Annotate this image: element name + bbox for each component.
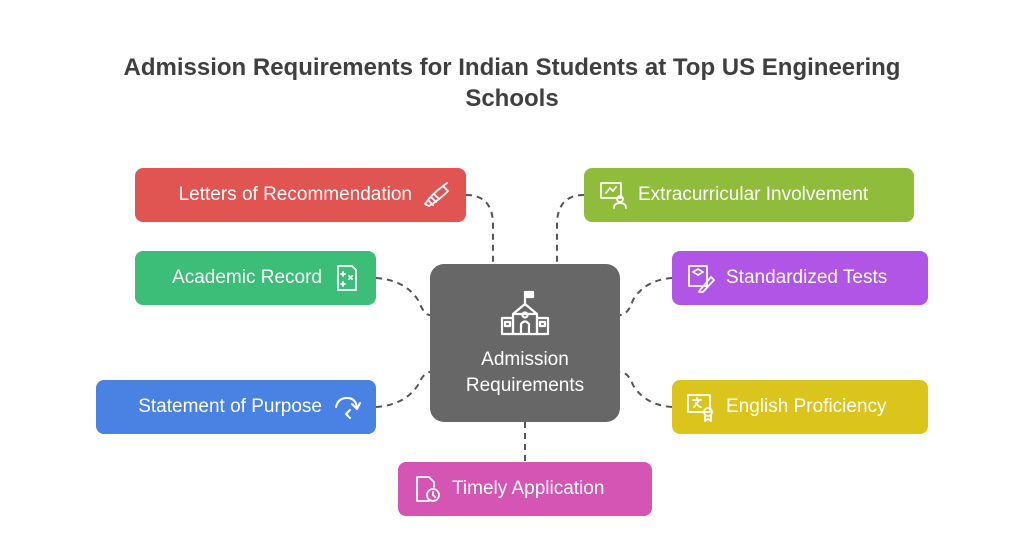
node-english-proficiency: English Proficiency [672, 380, 928, 434]
connector-statement [375, 371, 431, 408]
node-label: Statement of Purpose [138, 396, 322, 417]
connector-letters [465, 194, 494, 264]
node-letters-of-recommendation: Letters of Recommendation [135, 168, 466, 222]
diagram-title: Admission Requirements for Indian Studen… [0, 52, 1024, 114]
node-label: Letters of Recommendation [178, 184, 412, 205]
presenter-board-icon [598, 180, 628, 210]
connector-extracurricular [556, 194, 585, 264]
hub-label: Admission Requirements [430, 347, 620, 399]
curved-arrow-icon [332, 392, 362, 422]
hub-label-line-2: Requirements [465, 375, 585, 396]
node-standardized-tests: Standardized Tests [672, 251, 928, 305]
title-line-2: Schools [465, 85, 559, 112]
connector-standardized [619, 277, 673, 316]
test-pencil-icon [686, 263, 716, 293]
connector-academic [375, 277, 431, 316]
node-timely-application: Timely Application [398, 462, 652, 516]
title-line-1: Admission Requirements for Indian Studen… [123, 54, 901, 81]
node-label: Standardized Tests [726, 267, 888, 288]
hub-label-line-1: Admission [481, 349, 569, 370]
language-certificate-icon [686, 392, 716, 422]
node-statement-of-purpose: Statement of Purpose [96, 380, 376, 434]
node-label: Extracurricular Involvement [638, 184, 869, 205]
admission-requirements-hub: Admission Requirements [430, 264, 620, 422]
school-building-icon [499, 288, 551, 345]
connector-english [619, 371, 673, 408]
node-label: Academic Record [172, 267, 322, 288]
node-academic-record: Academic Record [135, 251, 376, 305]
node-label: English Proficiency [726, 396, 887, 417]
writing-hand-icon [422, 180, 452, 210]
node-label: Timely Application [452, 478, 605, 499]
document-sparkle-icon [332, 263, 362, 293]
document-clock-icon [412, 474, 442, 504]
node-extracurricular-involvement: Extracurricular Involvement [584, 168, 914, 222]
